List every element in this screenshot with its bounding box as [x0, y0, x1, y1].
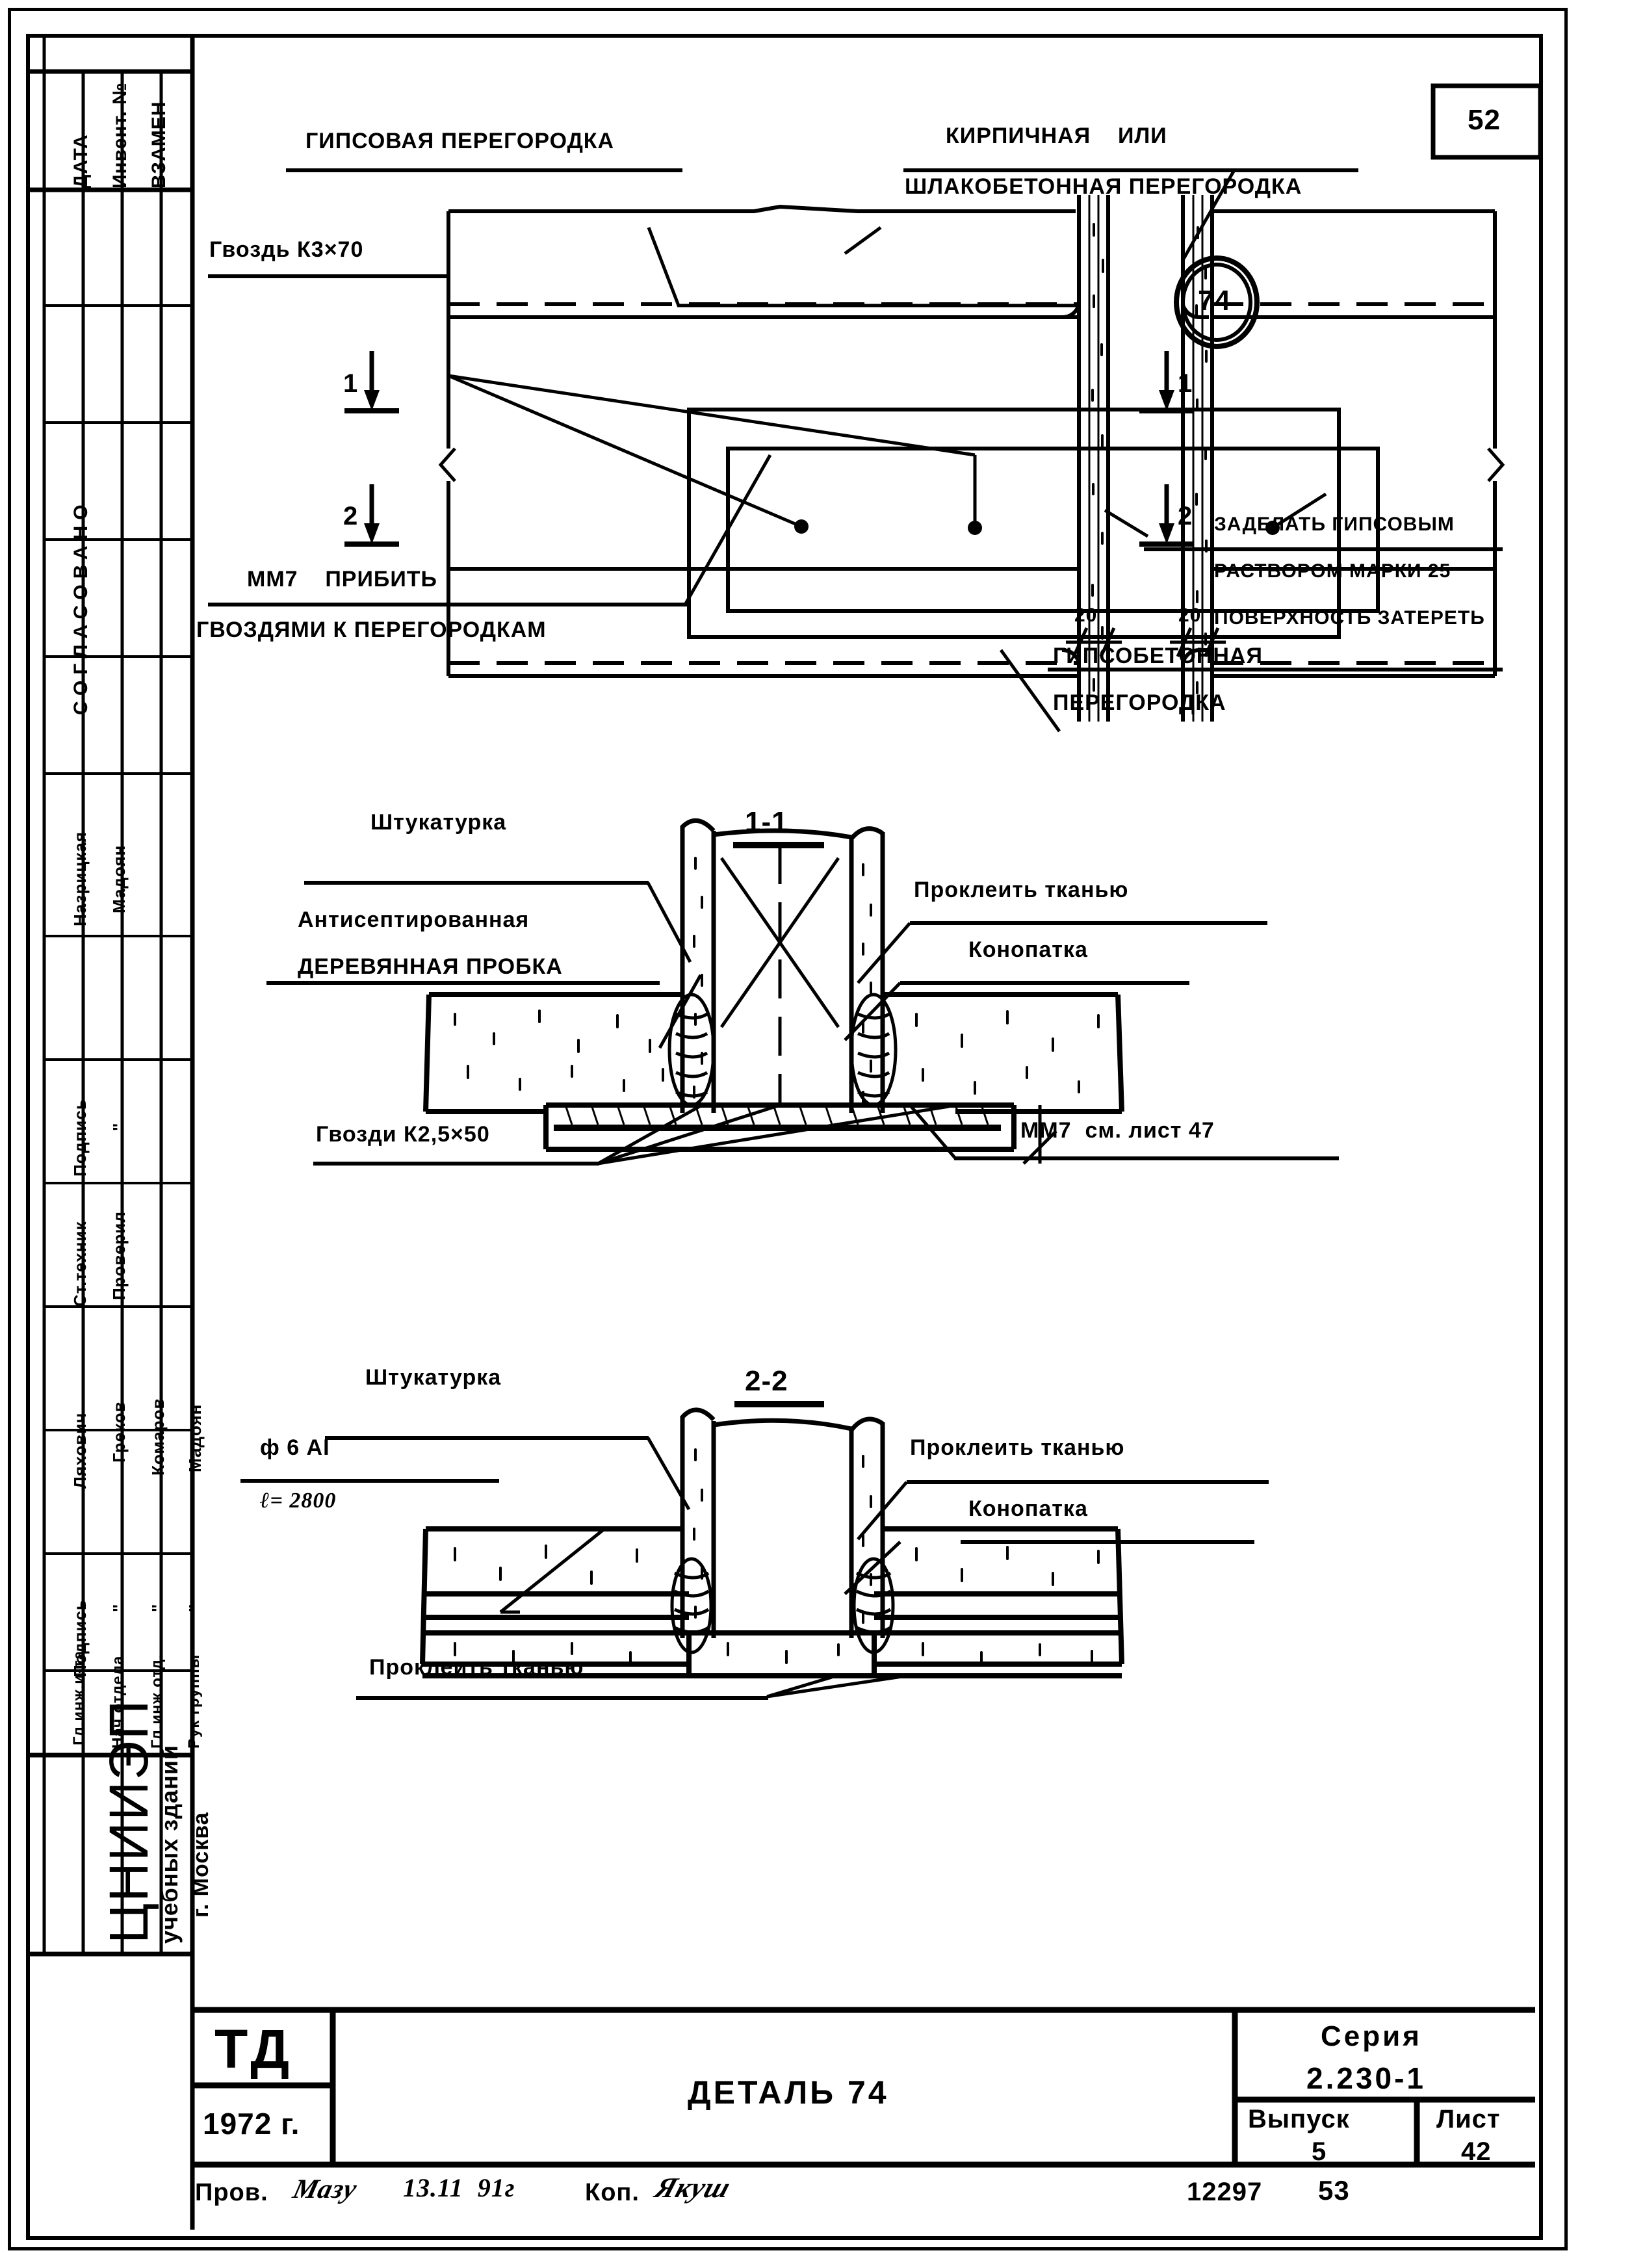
footer-copied-label: Коп.	[585, 2179, 640, 2206]
footer-checked-label: Пров.	[195, 2179, 268, 2206]
title-block-year: 1972 г.	[203, 2107, 300, 2141]
plan-label-seal-line2: РАСТВОРОМ МАРКИ 25	[1214, 560, 1451, 582]
sec22-label-caulk: Конопатка	[968, 1496, 1088, 1521]
title-block-series-value: 2.230-1	[1306, 2061, 1427, 2095]
plan-label-brick-or-line2: ШЛАКОБЕТОННАЯ ПЕРЕГОРОДКА	[905, 174, 1302, 199]
footer-page-number: 53	[1318, 2175, 1350, 2206]
section-mark-1-left: 1	[343, 369, 359, 398]
title-block-issue-value: 5	[1312, 2137, 1327, 2166]
plan-dimension-20-left: 20	[1074, 605, 1098, 626]
title-block-drawing-title: ДЕТАЛЬ 74	[688, 2074, 889, 2111]
sec11-label-mm7-ref: ММ7 см. лист 47	[1020, 1118, 1215, 1143]
plan-label-mm7-line2: ГВОЗДЯМИ К ПЕРЕГОРОДКАМ	[196, 618, 547, 642]
sec11-label-plaster: Штукатурка	[370, 810, 507, 835]
plan-label-gypsum-concrete-line1: ГИПСОБЕТОННАЯ	[1053, 644, 1263, 668]
sec22-label-plaster: Штукатурка	[365, 1365, 502, 1390]
sec22-label-glue-fabric-bottom: Проклеить тканью	[369, 1655, 584, 1680]
inner-border	[26, 34, 1543, 2240]
sec22-title: 2-2	[745, 1365, 788, 1397]
plan-label-nail: Гвоздь К3×70	[209, 237, 364, 262]
footer-order-number: 12297	[1187, 2178, 1263, 2206]
outer-border	[8, 8, 1568, 2250]
title-block-sheet-value: 42	[1461, 2137, 1492, 2166]
title-block-stage: ТД	[214, 2018, 294, 2079]
sec22-label-rebar-length: ℓ= 2800	[260, 1489, 337, 1513]
title-block-sheet-label: Лист	[1436, 2105, 1501, 2133]
section-mark-2-right: 2	[1178, 502, 1193, 530]
sec11-label-antiseptic-line2: ДЕРЕВЯННАЯ ПРОБКА	[298, 954, 563, 979]
sec22-label-glue-fabric: Проклеить тканью	[910, 1435, 1125, 1460]
plan-label-seal-line1: ЗАДЕЛАТЬ ГИПСОВЫМ	[1214, 514, 1455, 535]
title-block-series-label: Серия	[1321, 2020, 1422, 2052]
sec11-label-antiseptic-line1: Антисептированная	[298, 907, 530, 932]
footer-checked-date: 13.11 91г	[403, 2173, 515, 2202]
section-mark-2-left: 2	[343, 502, 359, 530]
footer-checked-signature: Мазу	[290, 2174, 361, 2204]
section-mark-1-right: 1	[1178, 369, 1193, 398]
plan-label-gypsum-partition: ГИПСОВАЯ ПЕРЕГОРОДКА	[305, 129, 615, 153]
plan-label-mm7-line1: ММ7 ПРИБИТЬ	[247, 567, 437, 592]
sec11-title: 1-1	[745, 806, 788, 838]
sec11-label-nails: Гвозди К2,5×50	[316, 1122, 490, 1147]
sec11-label-caulk: Конопатка	[968, 937, 1088, 962]
plan-dimension-20-right: 20	[1178, 605, 1202, 626]
footer-copied-signature: Якуш	[651, 2172, 735, 2204]
plan-label-brick-or-line1: КИРПИЧНАЯ ИЛИ	[946, 124, 1167, 148]
title-block-issue-label: Выпуск	[1248, 2105, 1350, 2133]
sec11-label-glue-fabric: Проклеить тканью	[914, 878, 1129, 902]
page-number-box: 52	[1468, 104, 1501, 136]
plan-label-seal-line3: ПОВЕРХНОСТЬ ЗАТЕРЕТЬ	[1214, 607, 1485, 629]
plan-label-gypsum-concrete-line2: ПЕРЕГОРОДКА	[1053, 690, 1226, 715]
sec22-label-rebar: ф 6 АI	[260, 1435, 330, 1460]
